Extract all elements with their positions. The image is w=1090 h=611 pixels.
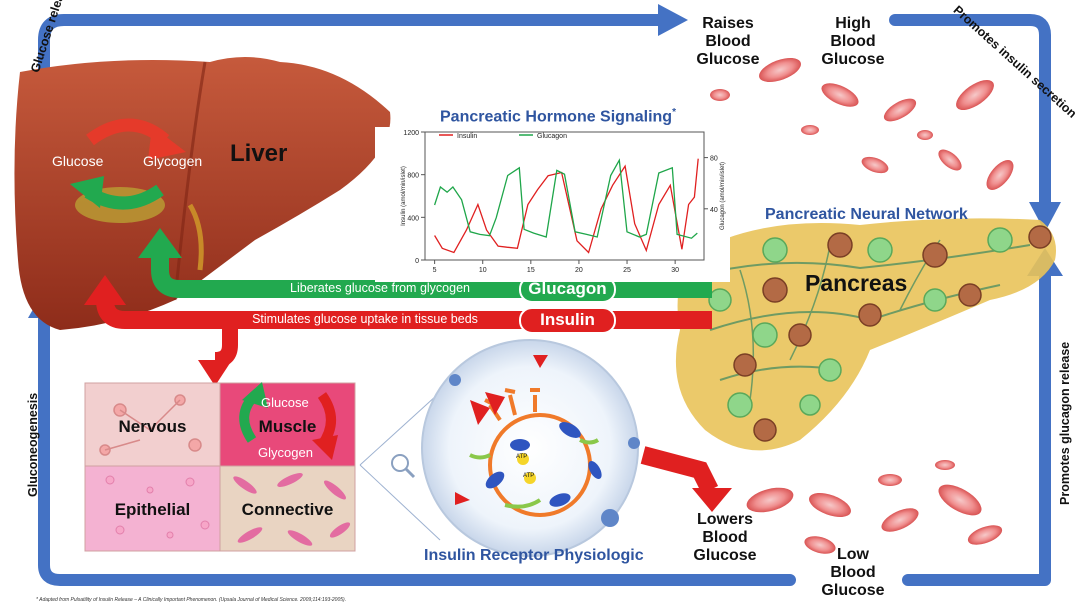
tissue-nervous: Nervous <box>118 417 187 436</box>
atp-label-2: ATP <box>523 473 535 479</box>
chart-title: Pancreatic Hormone Signaling* <box>440 107 676 126</box>
y2-axis-label: Glucagon (amol/min/islet) <box>720 162 726 230</box>
x-tick-label: 5 <box>433 267 437 274</box>
blood-glucose-cycle <box>38 14 1051 586</box>
x-tick-label: 10 <box>479 267 487 274</box>
red-blood-cells-top <box>710 57 1014 190</box>
arrowhead-to-pancreas <box>1029 202 1061 232</box>
y-tick-label: 1200 <box>403 130 419 137</box>
tissue-epithelial: Epithelial <box>114 500 191 519</box>
tissue-grid <box>84 382 356 552</box>
gluconeogenesis-label: Gluconeogenesis <box>26 392 40 497</box>
magnifier-icon <box>391 454 409 472</box>
insulin-pill: Insulin <box>540 310 595 329</box>
liver-conversion-arrows <box>70 118 186 210</box>
arrowhead-raises <box>658 4 688 36</box>
legend-label-insulin: Insulin <box>457 133 477 140</box>
high-blood-glucose-label: High Blood Glucose <box>821 15 885 68</box>
promotes-glucagon-label: Promotes glucagon release <box>1058 341 1072 505</box>
liver-title: Liver <box>230 140 288 167</box>
x-tick-label: 25 <box>623 267 631 274</box>
chart-plot-frame <box>424 131 705 261</box>
hormone-chart: 0 400 800 1200 40 80 5 10 15 20 25 30 Insulin (amol/… <box>401 130 726 274</box>
pancreas-title: Pancreas <box>805 270 908 296</box>
muscle-glycogen-label: Glycogen <box>258 445 313 460</box>
pancreas-illustration <box>675 218 1056 451</box>
atp-label-1: ATP <box>516 454 528 460</box>
cell-illustration <box>421 339 732 557</box>
lowers-blood-glucose-label: Lowers Blood Glucose <box>693 511 757 564</box>
tissue-connective: Connective <box>241 500 334 519</box>
footnote: * Adapted from Pulsatility of Insulin Re… <box>36 597 347 603</box>
series-line-insulin <box>434 158 699 254</box>
y2-tick-label: 40 <box>710 207 718 214</box>
y-axis-label: Insulin (amol/min/islet) <box>401 166 407 226</box>
glucagon-pathway-text: Liberates glucose from glycogen <box>290 281 470 295</box>
insulin-receptor-title: Insulin Receptor Physiologic <box>424 547 644 564</box>
insulin-pathway <box>84 275 712 386</box>
chart-background <box>375 127 730 282</box>
y-tick-label: 800 <box>407 173 419 180</box>
tissue-muscle: Muscle <box>258 417 317 436</box>
glucagon-pathway <box>138 228 712 303</box>
series-line-glucagon <box>433 158 698 239</box>
insulin-pathway-text: Stimulates glucose uptake in tissue beds <box>252 312 478 326</box>
glucagon-pill: Glucagon <box>528 279 607 298</box>
liver-glycogen-label: Glycogen <box>143 153 203 169</box>
neural-network-title: Pancreatic Neural Network <box>765 206 968 223</box>
x-tick-label: 15 <box>527 267 535 274</box>
low-blood-glucose-label: Low Blood Glucose <box>821 546 885 599</box>
y-tick-label: 400 <box>407 215 419 222</box>
red-blood-cells-bottom <box>746 460 1003 554</box>
legend-label-glucagon: Glucagon <box>537 133 567 140</box>
y-tick-label: 0 <box>415 258 419 265</box>
x-tick-label: 20 <box>575 267 583 274</box>
x-tick-label: 30 <box>671 267 679 274</box>
muscle-glucose-label: Glucose <box>261 395 309 410</box>
raises-blood-glucose-label: Raises Blood Glucose <box>696 15 760 68</box>
liver-glucose-label: Glucose <box>52 153 104 169</box>
y2-tick-label: 80 <box>710 156 718 163</box>
